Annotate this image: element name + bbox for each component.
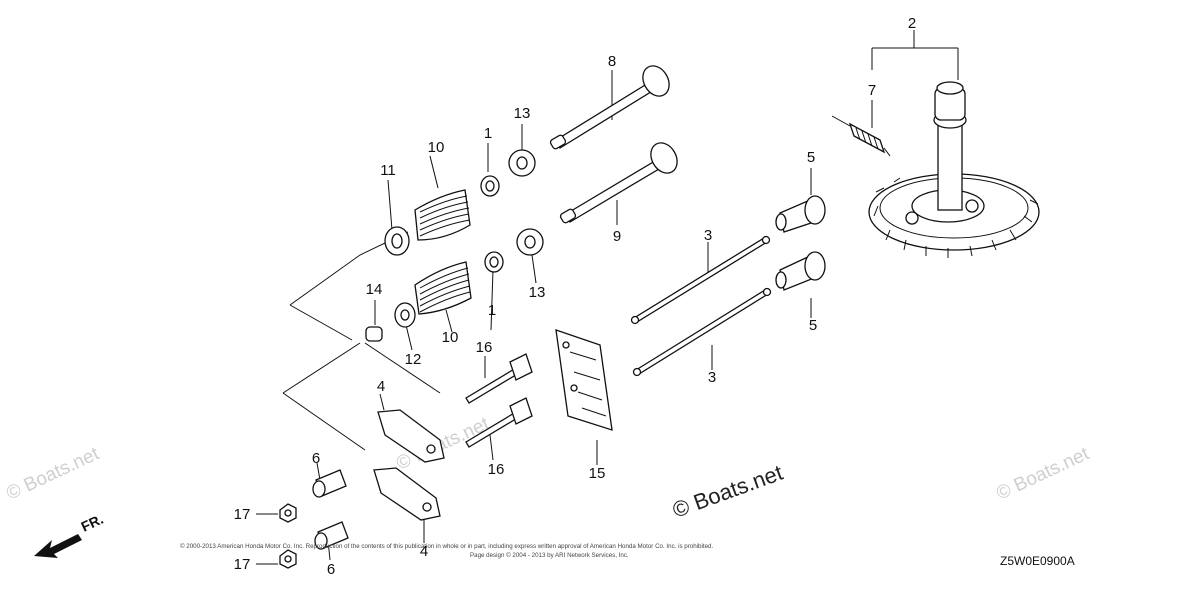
label-17-lower: 17 [234,556,251,573]
part-rocker-arm-upper [377,409,445,463]
label-4-upper: 4 [377,378,385,395]
part-bolt-16-lower [465,397,533,448]
front-direction-arrow: FR. [34,511,106,558]
part-spring-7 [831,115,891,157]
label-13-lower: 13 [529,284,546,301]
label-16-lower: 16 [488,461,505,478]
part-valve-9 [559,142,678,224]
watermark-left: © Boats.net [3,443,103,504]
part-tappet-lower [775,251,826,291]
part-plate-15 [555,329,613,431]
label-10-upper: 10 [428,139,445,156]
part-valve-8 [549,65,670,150]
label-5-upper: 5 [807,149,815,166]
label-2: 2 [908,15,916,32]
label-16-upper: 16 [476,339,493,356]
part-push-rod-lower [632,287,772,377]
part-camshaft-2 [868,81,1040,258]
label-15: 15 [589,465,606,482]
diagram-code: Z5W0E0900A [1000,554,1075,568]
label-11: 11 [380,162,396,179]
label-6-lower: 6 [327,561,335,578]
part-push-rod-upper [630,235,771,325]
label-13-upper: 13 [514,105,531,122]
part-cotter-lower [484,251,504,273]
part-washer-11 [384,226,410,256]
part-washer-12 [394,302,416,328]
part-retainer-lower [516,228,544,256]
part-seal-14 [365,326,383,342]
part-pivot-lower [314,521,349,550]
part-valve-spring-upper [414,189,471,241]
label-8: 8 [608,53,616,70]
label-7: 7 [868,82,876,99]
label-5-lower: 5 [809,317,817,334]
direction-label: FR. [79,511,106,535]
part-rocker-arm-lower [373,467,441,521]
label-14: 14 [366,281,383,298]
part-tappet-upper [775,195,826,233]
watermark-main: © Boats.net [669,460,786,523]
part-nut-upper [279,503,297,523]
label-1-lower: 1 [488,302,496,319]
watermark-right: © Boats.net [993,443,1093,504]
leader-lines [256,30,959,565]
part-retainer-upper [508,149,536,177]
label-1-upper: 1 [484,125,492,142]
part-valve-spring-lower [414,261,472,315]
part-bolt-16-upper [465,353,533,404]
copyright-line-2: Page design © 2004 - 2013 by ARI Network… [470,552,629,559]
part-cotter-upper [480,175,500,197]
callout-labels: 2 7 8 9 13 13 1 1 10 10 11 14 12 5 5 3 3… [234,15,917,578]
part-pivot-upper [312,469,347,498]
label-10-lower: 10 [442,329,459,346]
label-3-upper: 3 [704,227,712,244]
label-17-upper: 17 [234,506,251,523]
label-3-lower: 3 [708,369,716,386]
copyright-line-1: © 2000-2013 American Honda Motor Co. Inc… [180,543,713,550]
label-6-upper: 6 [312,450,320,467]
label-9: 9 [613,228,621,245]
label-4-lower: 4 [420,543,428,560]
part-nut-lower [279,549,297,569]
label-12: 12 [405,351,422,368]
